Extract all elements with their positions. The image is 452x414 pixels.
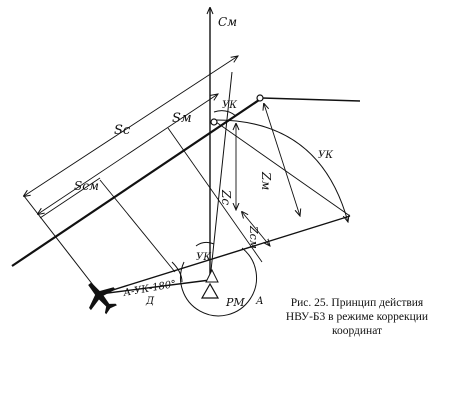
aircraft-to-rm-line bbox=[99, 279, 211, 295]
caption-line-1: Рис. 25. Принцип действия bbox=[290, 297, 424, 309]
beacon-point-axis bbox=[210, 118, 218, 126]
track-line bbox=[11, 97, 263, 267]
d-label: Д bbox=[145, 296, 155, 307]
aircraft-to-track-line bbox=[23, 195, 101, 295]
uk-top-arc bbox=[213, 110, 237, 117]
zcm-label: Zcм bbox=[247, 225, 260, 249]
caption-line-2: НВУ-Б3 в режиме коррекции bbox=[285, 311, 429, 323]
figure-caption: Рис. 25. Принцип действия НВУ-Б3 в режим… bbox=[262, 296, 452, 338]
zm-dimension-line bbox=[264, 104, 300, 216]
beacon-perpendicular bbox=[215, 121, 351, 217]
rm-beacon-triangle bbox=[200, 282, 220, 299]
rm-to-track-line bbox=[209, 71, 233, 281]
zc-label: Zc bbox=[219, 189, 233, 205]
scm-label: Scм bbox=[74, 179, 99, 193]
uk-center-label: УК bbox=[196, 252, 211, 263]
rm-label: РМ bbox=[225, 296, 245, 309]
scm-dimension-line bbox=[39, 177, 101, 219]
uk-large-arc bbox=[215, 119, 348, 222]
rm-beacon-small-triangle bbox=[205, 268, 219, 283]
sm-label: Sм bbox=[172, 111, 192, 126]
sm-dimension-line bbox=[38, 94, 218, 214]
bearing-arc bbox=[171, 261, 183, 283]
sc-label: Sc bbox=[114, 123, 131, 138]
zm-label: Zм bbox=[259, 171, 273, 190]
uk-center-arc bbox=[195, 241, 215, 247]
track-extension bbox=[261, 97, 361, 102]
aircraft-icon bbox=[88, 282, 117, 315]
uk-top-label: УК bbox=[222, 100, 237, 111]
caption-line-3: координат bbox=[331, 325, 383, 337]
zcm-dimension-line bbox=[242, 212, 270, 246]
uk-arc-label: УК bbox=[318, 150, 333, 161]
rm-circle bbox=[180, 247, 258, 317]
sc-dimension-line bbox=[24, 56, 238, 196]
a-label: А bbox=[255, 296, 264, 307]
beacon-point-track bbox=[256, 94, 264, 102]
cross-line-a bbox=[99, 179, 176, 273]
north-label: Cм bbox=[218, 15, 237, 29]
aircraft-diagonal-line bbox=[99, 215, 351, 295]
